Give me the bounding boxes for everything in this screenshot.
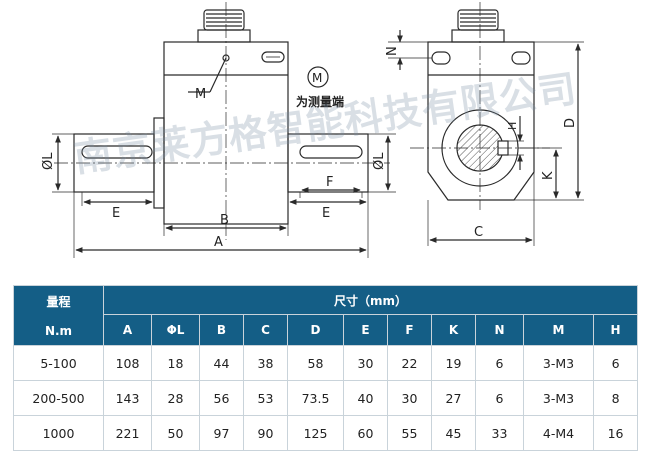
- range-cell: 1000: [13, 415, 104, 451]
- column-header: C: [243, 314, 288, 346]
- label-D: D: [563, 118, 578, 128]
- value-cell: 3-M3: [523, 380, 594, 416]
- column-header: M: [523, 314, 594, 346]
- value-cell: 8: [592, 380, 639, 416]
- value-cell: 90: [243, 415, 288, 451]
- value-cell: 6: [592, 345, 639, 381]
- range-header: 量程 N.m: [13, 285, 104, 346]
- range-header-unit: N.m: [44, 324, 73, 338]
- value-cell: 45: [431, 415, 476, 451]
- column-header: F: [387, 314, 432, 346]
- value-cell: 125: [287, 415, 344, 451]
- label-N: N: [385, 46, 400, 56]
- value-cell: 6: [475, 380, 524, 416]
- value-cell: 60: [343, 415, 388, 451]
- value-cell: 27: [431, 380, 476, 416]
- range-header-label: 量程: [46, 295, 71, 309]
- measure-symbol-letter: M: [312, 71, 322, 85]
- value-cell: 30: [343, 345, 388, 381]
- measure-end-note: 为测量端: [296, 94, 344, 109]
- column-header: B: [199, 314, 244, 346]
- value-cell: 38: [243, 345, 288, 381]
- value-cell: 44: [199, 345, 244, 381]
- column-header: K: [431, 314, 476, 346]
- value-cell: 16: [592, 415, 639, 451]
- value-cell: 19: [431, 345, 476, 381]
- value-cell: 50: [151, 415, 200, 451]
- value-cell: 22: [387, 345, 432, 381]
- column-header: E: [343, 314, 388, 346]
- technical-drawing: M M 为测量端 ØL ØL E E F B A N C D K H: [41, 2, 584, 258]
- column-header: N: [475, 314, 524, 346]
- column-header: D: [287, 314, 344, 346]
- label-C: C: [474, 225, 483, 240]
- label-H: H: [506, 122, 519, 130]
- side-view: [388, 2, 584, 246]
- value-cell: 33: [475, 415, 524, 451]
- value-cell: 30: [387, 380, 432, 416]
- value-cell: 18: [151, 345, 200, 381]
- column-header: ΦL: [151, 314, 200, 346]
- label-E-left: E: [112, 206, 120, 221]
- value-cell: 97: [199, 415, 244, 451]
- range-cell: 5-100: [13, 345, 104, 381]
- label-phiL-right: ØL: [372, 152, 387, 170]
- measure-end-symbol: [307, 66, 329, 88]
- label-K: K: [541, 171, 556, 180]
- value-cell: 28: [151, 380, 200, 416]
- front-view: [52, 2, 396, 258]
- label-phiL-left: ØL: [41, 152, 56, 170]
- value-cell: 56: [199, 380, 244, 416]
- range-cell: 200-500: [13, 380, 104, 416]
- value-cell: 108: [103, 345, 152, 381]
- value-cell: 6: [475, 345, 524, 381]
- column-header: A: [103, 314, 152, 346]
- label-B: B: [220, 213, 229, 228]
- label-F: F: [326, 175, 333, 190]
- column-header: H: [592, 314, 639, 346]
- value-cell: 143: [103, 380, 152, 416]
- label-E-right: E: [322, 206, 330, 221]
- value-cell: 3-M3: [523, 345, 594, 381]
- label-M: M: [195, 87, 206, 102]
- value-cell: 53: [243, 380, 288, 416]
- value-cell: 73.5: [287, 380, 344, 416]
- value-cell: 58: [287, 345, 344, 381]
- value-cell: 4-M4: [523, 415, 594, 451]
- value-cell: 40: [343, 380, 388, 416]
- value-cell: 221: [103, 415, 152, 451]
- value-cell: 55: [387, 415, 432, 451]
- size-header: 尺寸（mm）: [102, 285, 639, 315]
- label-A: A: [214, 235, 223, 250]
